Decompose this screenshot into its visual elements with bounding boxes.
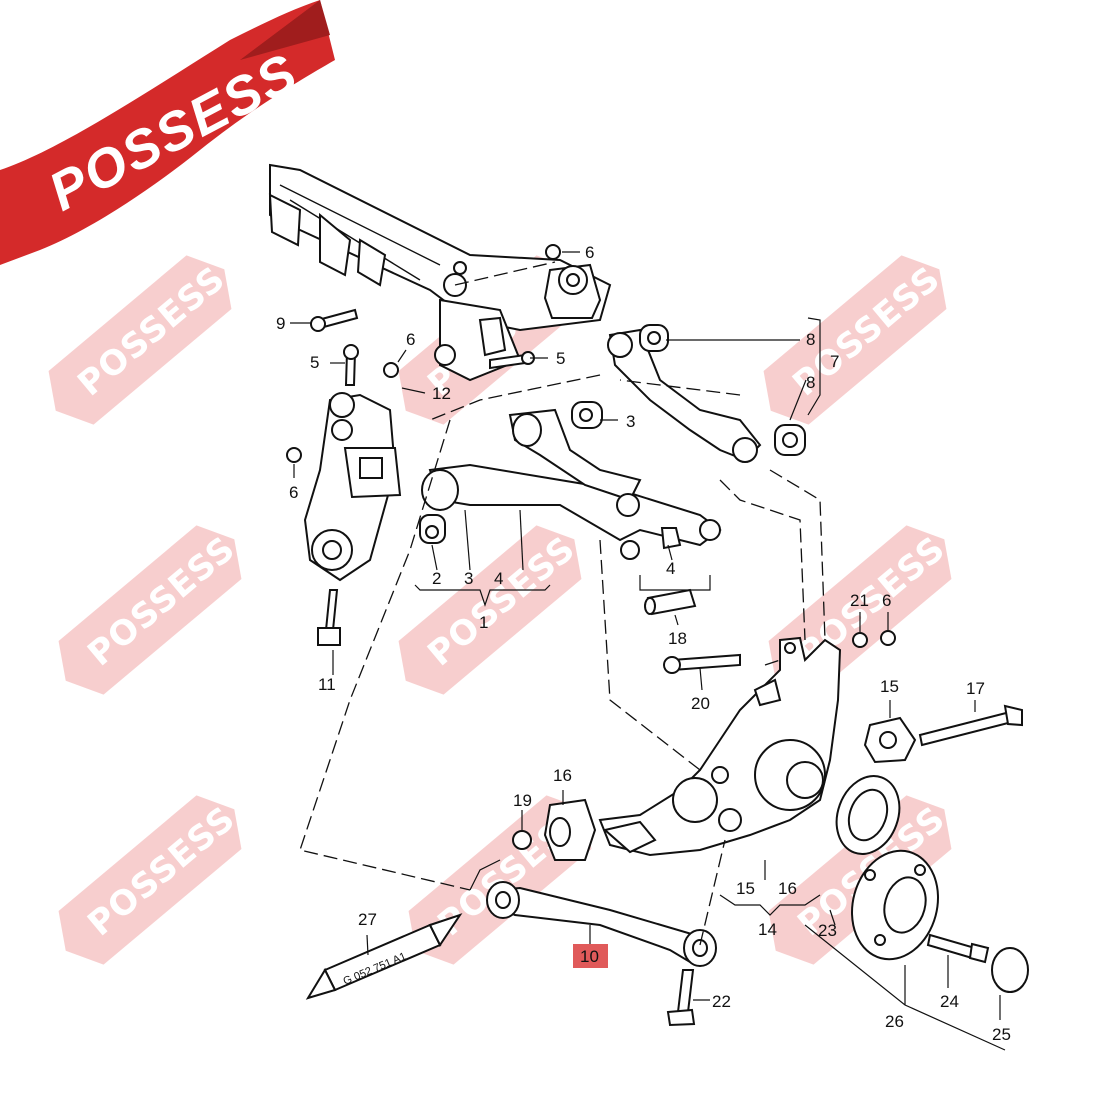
callout-10: 10 — [580, 947, 599, 966]
bolt-9 — [310, 308, 359, 332]
bolt-22 — [666, 969, 696, 1027]
callout-18: 18 — [668, 629, 687, 648]
callout-19: 19 — [513, 791, 532, 810]
lower-control-arm — [419, 401, 722, 560]
callout-6: 6 — [406, 330, 415, 349]
callout-24: 24 — [940, 992, 959, 1011]
bolt-17 — [918, 704, 1023, 747]
callout-5: 5 — [310, 353, 319, 372]
wheel-hub — [851, 849, 939, 961]
callout-27: 27 — [358, 910, 377, 929]
callout-7: 7 — [830, 352, 839, 371]
callout-17: 17 — [966, 679, 985, 698]
callout-11: 11 — [318, 675, 336, 694]
callout-16: 16 — [553, 766, 572, 785]
callout-4: 4 — [666, 559, 675, 578]
callout-22: 22 — [712, 992, 731, 1011]
callout-6: 6 — [289, 483, 298, 502]
callout-4: 4 — [494, 569, 503, 588]
watermark-text: POSSESS — [80, 799, 243, 945]
callout-16: 16 — [778, 879, 797, 898]
callout-26: 26 — [885, 1012, 904, 1031]
watermark-7: POSSESS — [58, 795, 243, 965]
callout-15: 15 — [736, 879, 755, 898]
wheel-bearing — [835, 775, 901, 855]
callout-6: 6 — [882, 591, 891, 610]
bolt-20 — [663, 653, 741, 674]
assembly-lines — [299, 261, 826, 946]
callout-21: 21 — [850, 591, 869, 610]
watermark-text: POSSESS — [420, 529, 583, 675]
callout-25: 25 — [992, 1025, 1011, 1044]
bolt-5-mid — [489, 351, 535, 370]
bolt-5-left — [343, 344, 359, 386]
callout-5: 5 — [556, 349, 565, 368]
banner-text: POSSESS — [39, 42, 307, 223]
upper-control-arm — [607, 324, 806, 463]
callout-8: 8 — [806, 373, 815, 392]
bushing-16 — [543, 798, 597, 861]
callout-2: 2 — [432, 569, 441, 588]
callout-9: 9 — [276, 314, 285, 333]
callout-23: 23 — [818, 921, 837, 940]
part-10-highlight — [573, 944, 608, 968]
watermark-4: POSSESS — [58, 525, 243, 695]
callout-14: 14 — [758, 920, 777, 939]
control-link-10 — [486, 881, 717, 967]
bolt-11 — [317, 589, 341, 646]
callout-3: 3 — [464, 569, 473, 588]
bushing-sleeve — [644, 588, 697, 616]
callout-20: 20 — [691, 694, 710, 713]
nut-6-left — [383, 362, 399, 378]
nut-6-lower — [286, 447, 302, 463]
callout-1: 1 — [479, 613, 488, 632]
leader-lines — [290, 251, 1006, 1051]
bolt-24 — [926, 933, 990, 964]
callout-3: 3 — [626, 412, 635, 431]
nut-6 — [880, 630, 896, 646]
callout-15: 15 — [880, 677, 899, 696]
watermark-1: POSSESS — [48, 255, 233, 425]
bushing-15 — [863, 716, 917, 764]
nut-6-top — [545, 244, 561, 260]
callout-8: 8 — [806, 330, 815, 349]
subframe-bushing — [543, 263, 602, 319]
callout-labels: 1 2 3 3 4 4 5 5 6 6 6 6 7 8 8 9 10 11 12… — [276, 243, 1011, 1044]
washer-21 — [852, 632, 868, 648]
wheel-knuckle — [598, 636, 842, 857]
nut-19 — [512, 830, 532, 850]
watermark-5: POSSESS — [398, 525, 583, 695]
callout-6: 6 — [585, 243, 594, 262]
dust-cap — [991, 947, 1029, 993]
callout-12: 12 — [432, 384, 451, 403]
watermark-text: POSSESS — [70, 259, 233, 405]
watermark-text: POSSESS — [80, 529, 243, 675]
